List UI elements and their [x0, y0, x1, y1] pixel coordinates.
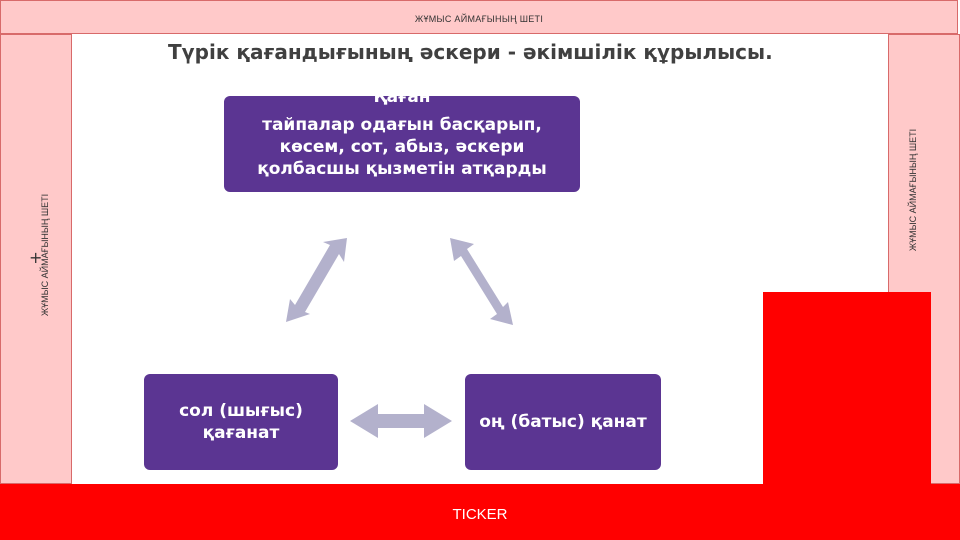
double-arrow-bottom — [350, 404, 452, 438]
ticker-label: TICKER — [452, 506, 508, 523]
double-arrow-top-right — [450, 238, 513, 325]
node-left-wing: сол (шығыс) қағанат — [144, 374, 338, 470]
double-arrow-top-left — [286, 238, 347, 322]
slide-title: Түрік қағандығының әскери - әкімшілік құ… — [168, 40, 773, 64]
work-area-edge-top: ЖҰМЫС АЙМАҒЫНЫҢ ШЕТІ — [0, 0, 958, 34]
work-area-edge-top-label: ЖҰМЫС АЙМАҒЫНЫҢ ШЕТІ — [414, 14, 544, 24]
node-kagan: Қаған тайпалар одағын басқарып, көсем, с… — [224, 96, 580, 192]
node-right-wing: оң (батыс) қанат — [465, 374, 661, 470]
plus-icon: + — [29, 248, 43, 267]
node-kagan-heading: Қаған — [373, 96, 431, 107]
red-accent-block — [763, 292, 931, 492]
node-kagan-body: тайпалар одағын басқарып, көсем, сот, аб… — [257, 115, 547, 179]
ticker-bar: TICKER — [0, 484, 960, 540]
work-area-edge-left — [0, 34, 72, 484]
